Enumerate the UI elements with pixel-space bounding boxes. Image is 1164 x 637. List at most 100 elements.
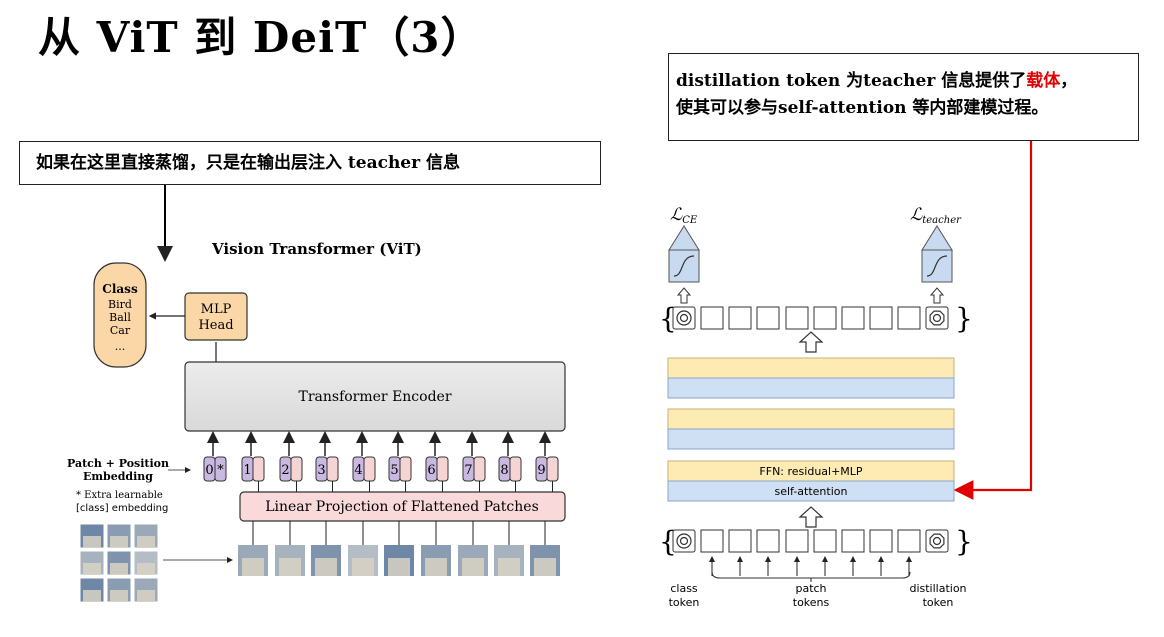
extra-learnable-note: * Extra learnable	[76, 490, 163, 501]
svg-text:MLP: MLP	[201, 302, 232, 317]
distillation-token	[925, 306, 949, 330]
svg-text:Head: Head	[198, 318, 233, 333]
sigmoid-icon	[673, 255, 695, 277]
extra-learnable-note: [class] embedding	[76, 503, 168, 514]
token-index: 5	[390, 463, 398, 478]
patch-token	[897, 306, 921, 330]
loss-teacher-label: ℒteacher	[910, 205, 962, 226]
token-index: 6	[427, 463, 435, 478]
patch-bracket	[711, 571, 911, 579]
token-index: 2	[281, 463, 289, 478]
patch-token	[841, 529, 865, 553]
up-arrow-icon	[676, 287, 692, 304]
token-index: 4	[354, 463, 362, 478]
class-token-mark: *	[217, 463, 224, 478]
patch-token	[728, 529, 752, 553]
image-patches-row	[238, 521, 560, 576]
slide-title: 从 ViT 到 DeiT（3）	[38, 13, 484, 62]
up-arrow-icon	[798, 331, 824, 353]
class-output-box: Class Bird Ball Car ...	[93, 262, 147, 368]
class-token-label: token	[669, 596, 700, 609]
class-item: ...	[115, 340, 126, 353]
left-brace: {	[659, 525, 677, 558]
class-box-title: Class	[102, 282, 138, 296]
position-token: 2	[279, 431, 303, 492]
patch-position-label: Patch + Position	[67, 457, 169, 470]
patch-tokens-label: patch	[795, 582, 826, 595]
deit-input-token-row: {}	[659, 525, 973, 558]
attn-layer-3	[667, 377, 955, 399]
ce-head	[668, 225, 700, 283]
token-index: 0	[205, 463, 213, 478]
loss-ce-label: ℒCE	[670, 205, 698, 226]
teacher-head	[921, 225, 953, 283]
class-token	[672, 306, 696, 330]
patch-token	[756, 306, 780, 330]
token-index: 3	[317, 463, 325, 478]
mlp-head-box: MLP Head	[184, 292, 248, 341]
patch-token	[700, 306, 724, 330]
input-image-grid	[79, 523, 159, 603]
patch-token	[700, 529, 724, 553]
token-index: 1	[243, 463, 251, 478]
attn-layer-2	[667, 428, 955, 450]
class-token-label: class	[670, 582, 698, 595]
vit-title: Vision Transformer (ViT)	[211, 240, 422, 258]
transformer-encoder-box: Transformer Encoder	[184, 361, 566, 432]
patch-token-arrows	[709, 556, 912, 582]
right-brace: }	[955, 302, 973, 335]
position-token: 0*	[203, 431, 227, 482]
ffn-layer-3	[667, 357, 955, 379]
distillation-token-label: token	[923, 596, 954, 609]
token-index: 9	[537, 463, 545, 478]
attn-layer-1	[667, 480, 955, 502]
token-index: 7	[464, 463, 472, 478]
svg-text:Linear Projection of Flattened: Linear Projection of Flattened Patches	[265, 499, 539, 515]
position-token: 6	[425, 431, 449, 492]
patch-token	[785, 529, 809, 553]
distillation-token-label: distillation	[909, 582, 966, 595]
note-distillation-token: distillation token 为teacher 信息提供了载体， 使其可…	[668, 53, 1139, 141]
patch-token	[756, 529, 780, 553]
patch-tokens-label: tokens	[793, 596, 830, 609]
patch-token	[813, 529, 837, 553]
patch-position-label: Embedding	[83, 470, 153, 483]
class-item: Car	[110, 324, 131, 337]
patch-token	[869, 529, 893, 553]
note-right-line-2: 使其可以参与self-attention 等内部建模过程。	[676, 98, 1049, 118]
note-right-line-1: distillation token 为teacher 信息提供了载体，	[676, 71, 1078, 91]
position-token: 1	[241, 431, 265, 492]
ffn-label: FFN: residual+MLP	[759, 465, 863, 478]
up-arrow-icon	[798, 506, 824, 528]
token-index: 8	[500, 463, 508, 478]
red-connector-arrow	[953, 141, 1033, 500]
position-token: 8	[498, 431, 522, 492]
note-left-text: 如果在这里直接蒸馏，只是在输出层注入 teacher 信息	[36, 152, 461, 173]
ffn-layer-2	[667, 408, 955, 430]
self-attention-label: self-attention	[775, 485, 848, 498]
svg-text:Transformer Encoder: Transformer Encoder	[298, 389, 451, 405]
position-token: 4	[352, 431, 376, 492]
note-direct-distillation: 如果在这里直接蒸馏，只是在输出层注入 teacher 信息	[19, 141, 601, 185]
patch-token	[813, 306, 837, 330]
left-brace: {	[659, 302, 677, 335]
position-token: 9	[535, 431, 559, 492]
distillation-token	[925, 529, 949, 553]
patch-token	[869, 306, 893, 330]
position-token: 7	[462, 431, 486, 492]
patch-token	[897, 529, 921, 553]
linear-projection-box: Linear Projection of Flattened Patches	[239, 491, 566, 522]
patch-token	[841, 306, 865, 330]
up-arrow-icon	[929, 287, 945, 304]
sigmoid-icon	[926, 255, 948, 277]
right-brace: }	[955, 525, 973, 558]
deit-output-token-row: {}	[659, 302, 973, 335]
position-token: 3	[315, 431, 339, 492]
class-item: Bird	[108, 298, 132, 311]
patch-token	[785, 306, 809, 330]
class-token	[672, 529, 696, 553]
highlight-carrier: 载体	[1026, 71, 1061, 91]
class-item: Ball	[109, 311, 131, 324]
